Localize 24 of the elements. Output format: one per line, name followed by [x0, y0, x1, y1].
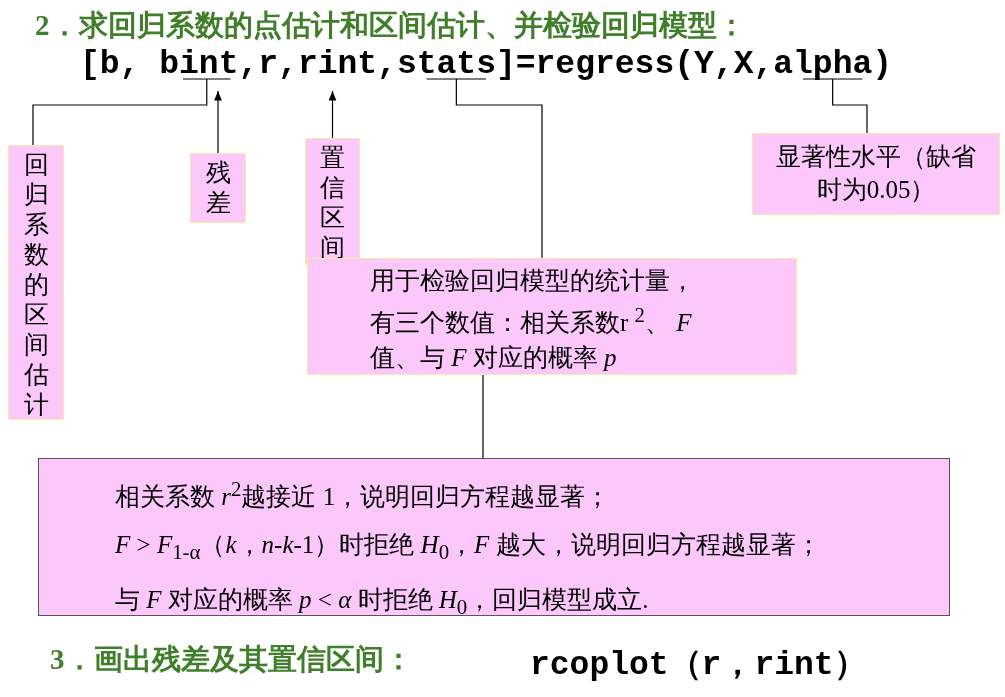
callout-box: [752, 133, 1000, 215]
leader-line: [482, 374, 484, 459]
callout-text: 用于检验回归模型的统计量，有三个数值：相关系数r $^{2}$、 F 值、与 F 对应的概率 p: [370, 266, 696, 374]
code-text: [b, bint,r,rint,stats]=regress(Y,X,alpha): [80, 46, 893, 83]
callout-text: 与 F 对应的概率 p < α 时拒绝 H$_{0}$，回归模型成立.: [115, 585, 650, 622]
arrow: [328, 90, 337, 139]
arrow: [214, 90, 222, 154]
callout-text: 残差: [204, 158, 232, 218]
leader-line: [32, 78, 232, 146]
callout-box: [305, 138, 360, 265]
note-box: [38, 458, 950, 616]
code-text: rcoplot（r，rint）: [530, 646, 867, 686]
leader-line: [802, 78, 868, 134]
leader-line: [426, 78, 543, 259]
heading-text: 2．求回归系数的点估计和区间估计、并检验回归模型：: [35, 8, 746, 43]
callout-text: F > F$_{1-α}$（k，n-k-1）时拒绝 H$_{0}$，F 越大，说明回归方程越显著；: [115, 530, 822, 567]
callout-box: [307, 258, 797, 375]
callout-text: 显著性水平（缺省时为0.05）: [775, 142, 977, 205]
callout-text: 相关系数 r$^{2}$越接近 1，说明回归方程越显著；: [115, 476, 612, 513]
callout-text: 回归系数的区间估计: [22, 150, 50, 420]
heading-text: 3．画出残差及其置信区间：: [50, 642, 413, 677]
callout-text: 置信区间: [319, 143, 346, 263]
callout-box: [8, 145, 64, 420]
callout-box: [190, 153, 246, 223]
